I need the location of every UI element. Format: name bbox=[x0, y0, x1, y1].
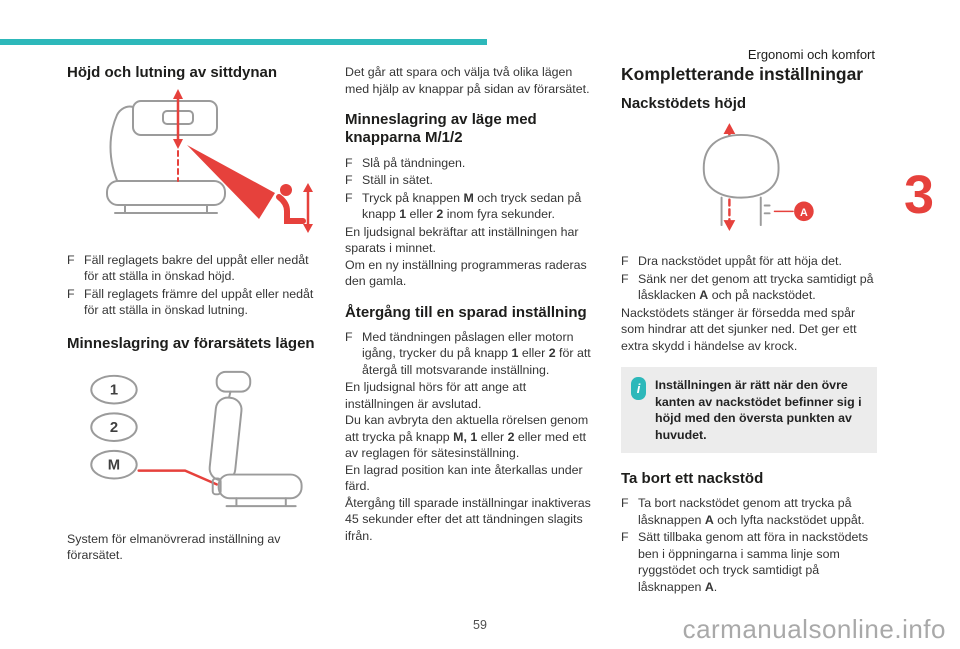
chapter-number: 3 bbox=[903, 165, 934, 225]
step: F Sänk ner det genom att trycka samtidig… bbox=[621, 271, 877, 304]
step: F Med tändningen påslagen eller motorn i… bbox=[345, 329, 597, 379]
step-arrow-marker: F bbox=[345, 155, 353, 170]
heading-seat-memory: Minneslagring av förarsätets lägen bbox=[67, 334, 315, 352]
step-arrow-marker: F bbox=[621, 271, 629, 286]
step: F Ta bort nackstödet genom att trycka på… bbox=[621, 495, 877, 528]
headrest-illustration: A bbox=[621, 121, 877, 244]
memory-overwrite-paragraph: Om en ny inställning programmeras radera… bbox=[345, 257, 587, 289]
recall-driving-paragraph: En lagrad position kan inte återkallas u… bbox=[345, 462, 583, 494]
step-arrow-marker: F bbox=[621, 496, 629, 511]
memory-intro-paragraph: Det går att spara och välja två olika lä… bbox=[345, 65, 590, 96]
step-text: Fäll reglagets främre del uppåt eller ne… bbox=[84, 286, 314, 318]
step-arrow-marker: F bbox=[67, 252, 75, 267]
lock-button-a-badge: A bbox=[773, 201, 814, 221]
seat-height-tilt-illustration bbox=[67, 89, 315, 244]
step: F Ställ in sätet. bbox=[345, 172, 597, 189]
headrest-drawing: A bbox=[702, 122, 814, 231]
svg-text:2: 2 bbox=[110, 420, 118, 436]
memory-button-m: M bbox=[90, 449, 138, 480]
top-accent-bar bbox=[0, 39, 487, 45]
memory-button-1: 1 bbox=[90, 374, 138, 405]
step-text: Tryck på knappen M och tryck sedan på kn… bbox=[362, 190, 582, 222]
headrest-outline-art bbox=[702, 133, 780, 226]
illustration-caption: System för elmanövrerad inställning av f… bbox=[67, 531, 281, 563]
step-text: Sätt tillbaka genom att föra in nackstöd… bbox=[638, 530, 869, 594]
step-text: Fäll reglagets bakre del uppåt eller ned… bbox=[84, 252, 309, 284]
column-left: Höjd och lutning av sittdynan bbox=[67, 64, 315, 564]
step-arrow-marker: F bbox=[345, 329, 353, 344]
step: F Slå på tändningen. bbox=[345, 155, 597, 172]
seat-memory-drawing: 1 2 M bbox=[90, 370, 303, 508]
heading-complementary-settings: Kompletterande inställningar bbox=[621, 64, 864, 84]
pointer-line-icon bbox=[137, 469, 218, 486]
seat-memory-buttons-illustration: 1 2 M bbox=[67, 360, 315, 523]
svg-text:A: A bbox=[800, 206, 808, 218]
step-arrow-marker: F bbox=[67, 286, 75, 301]
column-right: Kompletterande inställningar Nackstödets… bbox=[621, 64, 877, 596]
column-middle: Det går att spara och välja två olika lä… bbox=[345, 64, 597, 544]
seat-height-tilt-drawing bbox=[106, 89, 313, 234]
step-arrow-marker: F bbox=[345, 190, 353, 205]
step: F Sätt tillbaka genom att föra in nackst… bbox=[621, 529, 877, 595]
svg-text:M: M bbox=[108, 458, 120, 474]
step-text: Med tändningen påslagen eller motorn igå… bbox=[362, 329, 591, 377]
step: F Fäll reglagets bakre del uppåt eller n… bbox=[67, 252, 315, 285]
step-arrow-marker: F bbox=[621, 530, 629, 545]
svg-text:1: 1 bbox=[110, 383, 118, 399]
heading-seat-height-tilt: Höjd och lutning av sittdynan bbox=[67, 64, 277, 81]
step: F Fäll reglagets främre del uppåt eller … bbox=[67, 286, 315, 319]
step-arrow-marker: F bbox=[621, 254, 629, 269]
heading-headrest-height: Nackstödets höjd bbox=[621, 95, 747, 113]
step-text: Ta bort nackstödet genom att trycka på l… bbox=[638, 496, 865, 527]
info-icon: i bbox=[631, 377, 646, 401]
section-title: Ergonomi och komfort bbox=[747, 47, 875, 62]
info-box: i Inställningen är rätt när den övre kan… bbox=[621, 367, 877, 454]
step: F Dra nackstödet uppåt för att höja det. bbox=[621, 253, 877, 270]
heading-remove-headrest: Ta bort ett nackstöd bbox=[621, 470, 764, 488]
heading-memory-store: Minneslagring av läge med knapparna M/1/… bbox=[345, 111, 537, 147]
memory-confirm-paragraph: En ljudsignal bekräftar att inställninge… bbox=[345, 224, 579, 256]
page-number: 59 bbox=[473, 618, 487, 632]
info-box-text: Inställningen är rätt när den övre kante… bbox=[655, 378, 862, 442]
recall-abort-paragraph: Du kan avbryta den aktuella rörelsen gen… bbox=[345, 413, 589, 461]
step: F Tryck på knappen M och tryck sedan på … bbox=[345, 190, 597, 223]
seated-person-pictogram-icon bbox=[276, 183, 313, 234]
recall-signal-paragraph: En ljudsignal hörs för att ange att inst… bbox=[345, 380, 527, 411]
step-arrow-marker: F bbox=[345, 173, 353, 188]
headrest-notch-paragraph: Nackstödets stänger är försedda med spår… bbox=[621, 305, 857, 353]
heading-memory-recall: Återgång till en sparad inställning bbox=[345, 303, 587, 321]
height-adjust-arrow-icon bbox=[173, 89, 183, 183]
step-text: Slå på tändningen. bbox=[362, 155, 466, 170]
step-text: Ställ in sätet. bbox=[362, 173, 433, 188]
memory-button-2: 2 bbox=[90, 412, 138, 443]
seat-outline-art bbox=[208, 370, 303, 508]
step-text: Sänk ner det genom att trycka samtidigt … bbox=[638, 271, 874, 303]
recall-timeout-paragraph: Återgång till sparade inställningar inak… bbox=[345, 495, 591, 543]
step-text: Dra nackstödet uppåt för att höja det. bbox=[638, 254, 842, 269]
pointer-beam-icon bbox=[187, 145, 275, 220]
watermark-text: carmanualsonline.info bbox=[682, 614, 946, 644]
